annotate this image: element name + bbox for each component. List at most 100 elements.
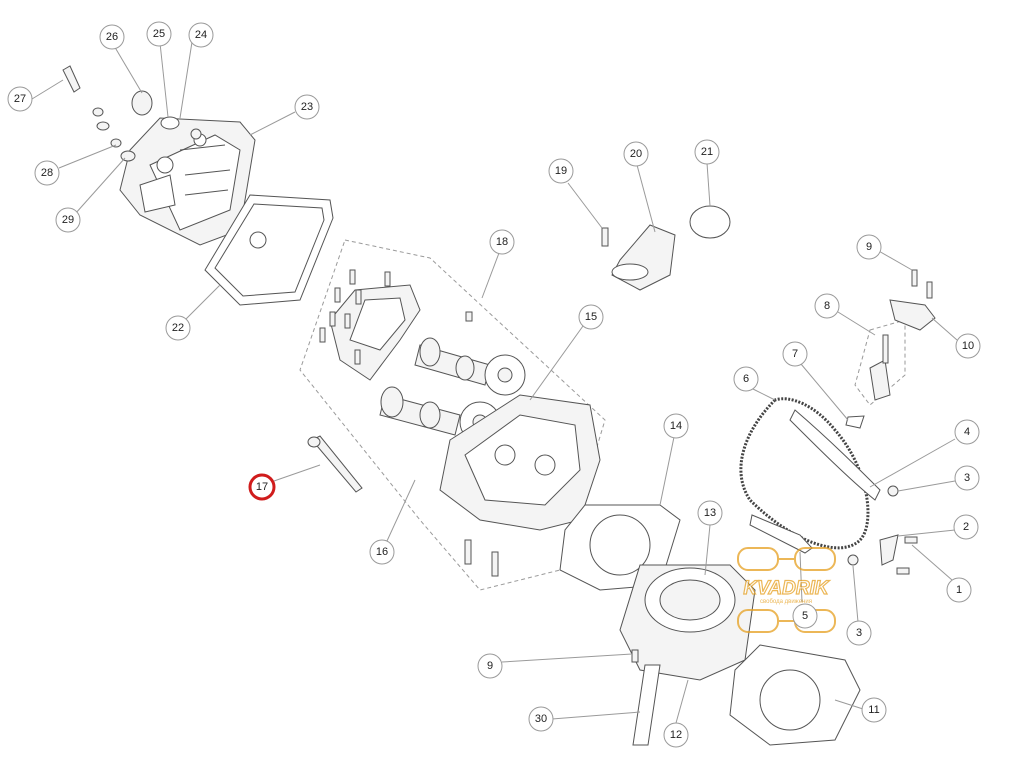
intake-bolt — [601, 227, 609, 247]
tensioner-plunger — [882, 334, 889, 364]
callout-label: 26 — [106, 31, 118, 43]
callout-25: 25 — [146, 21, 172, 47]
watermark-tagline: свобода движения — [760, 599, 812, 605]
callout-6: 6 — [733, 366, 759, 392]
callout-3-lower: 3 — [846, 620, 872, 646]
callout-1: 1 — [946, 577, 972, 603]
callout-15: 15 — [578, 304, 604, 330]
callout-label: 28 — [41, 167, 53, 179]
leader-lines — [31, 41, 958, 724]
chain-guide — [789, 409, 881, 501]
callout-27: 27 — [7, 86, 33, 112]
callout-label: 9 — [866, 241, 872, 253]
callout-label: 6 — [743, 373, 749, 385]
callout-30: 30 — [528, 706, 554, 732]
callout-label: 1 — [956, 584, 962, 596]
callout-9-bottom: 9 — [477, 653, 503, 679]
guide-bolt — [887, 485, 899, 497]
bracket-bolt-a — [911, 269, 918, 287]
chain-tensioner — [869, 359, 891, 401]
callout-29: 29 — [55, 207, 81, 233]
callout-13: 13 — [697, 500, 723, 526]
callout-22: 22 — [165, 315, 191, 341]
cover-bolt — [190, 128, 202, 140]
washer-28 — [110, 138, 122, 148]
bolt-1a — [904, 536, 918, 544]
cylinder-head — [439, 394, 601, 577]
callout-28: 28 — [34, 160, 60, 186]
callout-label: 11 — [868, 704, 879, 716]
callout-17-highlighted: 17 — [248, 473, 276, 501]
callouts: 27 26 25 24 23 28 29 22 18 19 20 21 9 8 … — [7, 21, 981, 748]
dowel-pin — [465, 311, 473, 322]
callout-label: 27 — [14, 93, 26, 105]
valve-cover-gasket — [204, 194, 334, 306]
callout-10: 10 — [955, 333, 981, 359]
callout-3-upper: 3 — [954, 465, 980, 491]
callout-label: 16 — [376, 546, 388, 558]
callout-23: 23 — [294, 94, 320, 120]
bracket-bolt-b — [926, 281, 933, 299]
callout-label: 20 — [630, 148, 642, 160]
callout-7: 7 — [782, 341, 808, 367]
cylinder-gasket-11 — [729, 644, 861, 746]
filler-seal — [160, 116, 180, 130]
callout-label: 5 — [802, 610, 808, 622]
valve-cover — [119, 117, 256, 246]
callout-label: 7 — [792, 348, 798, 360]
callout-label: 29 — [62, 214, 74, 226]
callout-label: 4 — [964, 426, 970, 438]
plug-screw — [62, 65, 81, 93]
bolt-3 — [847, 554, 859, 566]
watermark-brand: KVADRIK — [743, 578, 829, 599]
callout-label: 22 — [172, 322, 184, 334]
guide-bracket — [879, 534, 899, 566]
callout-label: 3 — [856, 627, 862, 639]
parts-artwork — [62, 65, 936, 746]
callout-label: 21 — [701, 146, 713, 158]
callout-26: 26 — [99, 24, 125, 50]
callout-label: 3 — [964, 472, 970, 484]
watermark-logo: KVADRIK свобода движения — [737, 547, 836, 633]
callout-12: 12 — [663, 722, 689, 748]
callout-label: 8 — [824, 300, 830, 312]
tensioner-bracket — [889, 299, 936, 331]
cylinder-block — [619, 564, 756, 681]
callout-label: 30 — [535, 713, 547, 725]
callout-19: 19 — [548, 158, 574, 184]
callout-8: 8 — [814, 293, 840, 319]
callout-label: 18 — [496, 236, 508, 248]
washer-medium — [96, 121, 110, 131]
shim-plate — [632, 664, 661, 746]
callout-label: 25 — [153, 28, 165, 40]
callout-label: 10 — [962, 340, 974, 352]
callout-label: 12 — [670, 729, 682, 741]
intake-boot — [611, 224, 676, 291]
callout-label: 2 — [963, 521, 969, 533]
callout-label: 9 — [487, 660, 493, 672]
chain-rail — [749, 514, 813, 554]
callout-21: 21 — [694, 139, 720, 165]
bolt-1b — [896, 567, 910, 575]
callout-label: 23 — [301, 101, 313, 113]
callout-5: 5 — [792, 603, 818, 629]
callout-label: 19 — [555, 165, 567, 177]
callout-label: 24 — [195, 29, 207, 41]
callout-11: 11 — [861, 697, 887, 723]
callout-14: 14 — [663, 413, 689, 439]
bracket-bolts — [319, 269, 391, 365]
camshaft-group-outline — [299, 239, 606, 591]
camshaft-upper — [414, 337, 526, 396]
head-bolt — [307, 435, 363, 493]
callout-label: 13 — [704, 507, 716, 519]
callout-label: 14 — [670, 420, 682, 432]
callout-24: 24 — [188, 22, 214, 48]
callout-20: 20 — [623, 141, 649, 167]
hose-clamp — [689, 205, 731, 239]
oil-filler-cap — [131, 90, 153, 116]
small-bolt-9 — [631, 649, 639, 663]
callout-9-top: 9 — [856, 234, 882, 260]
tensioner-gasket — [845, 415, 865, 429]
callout-16: 16 — [369, 539, 395, 565]
